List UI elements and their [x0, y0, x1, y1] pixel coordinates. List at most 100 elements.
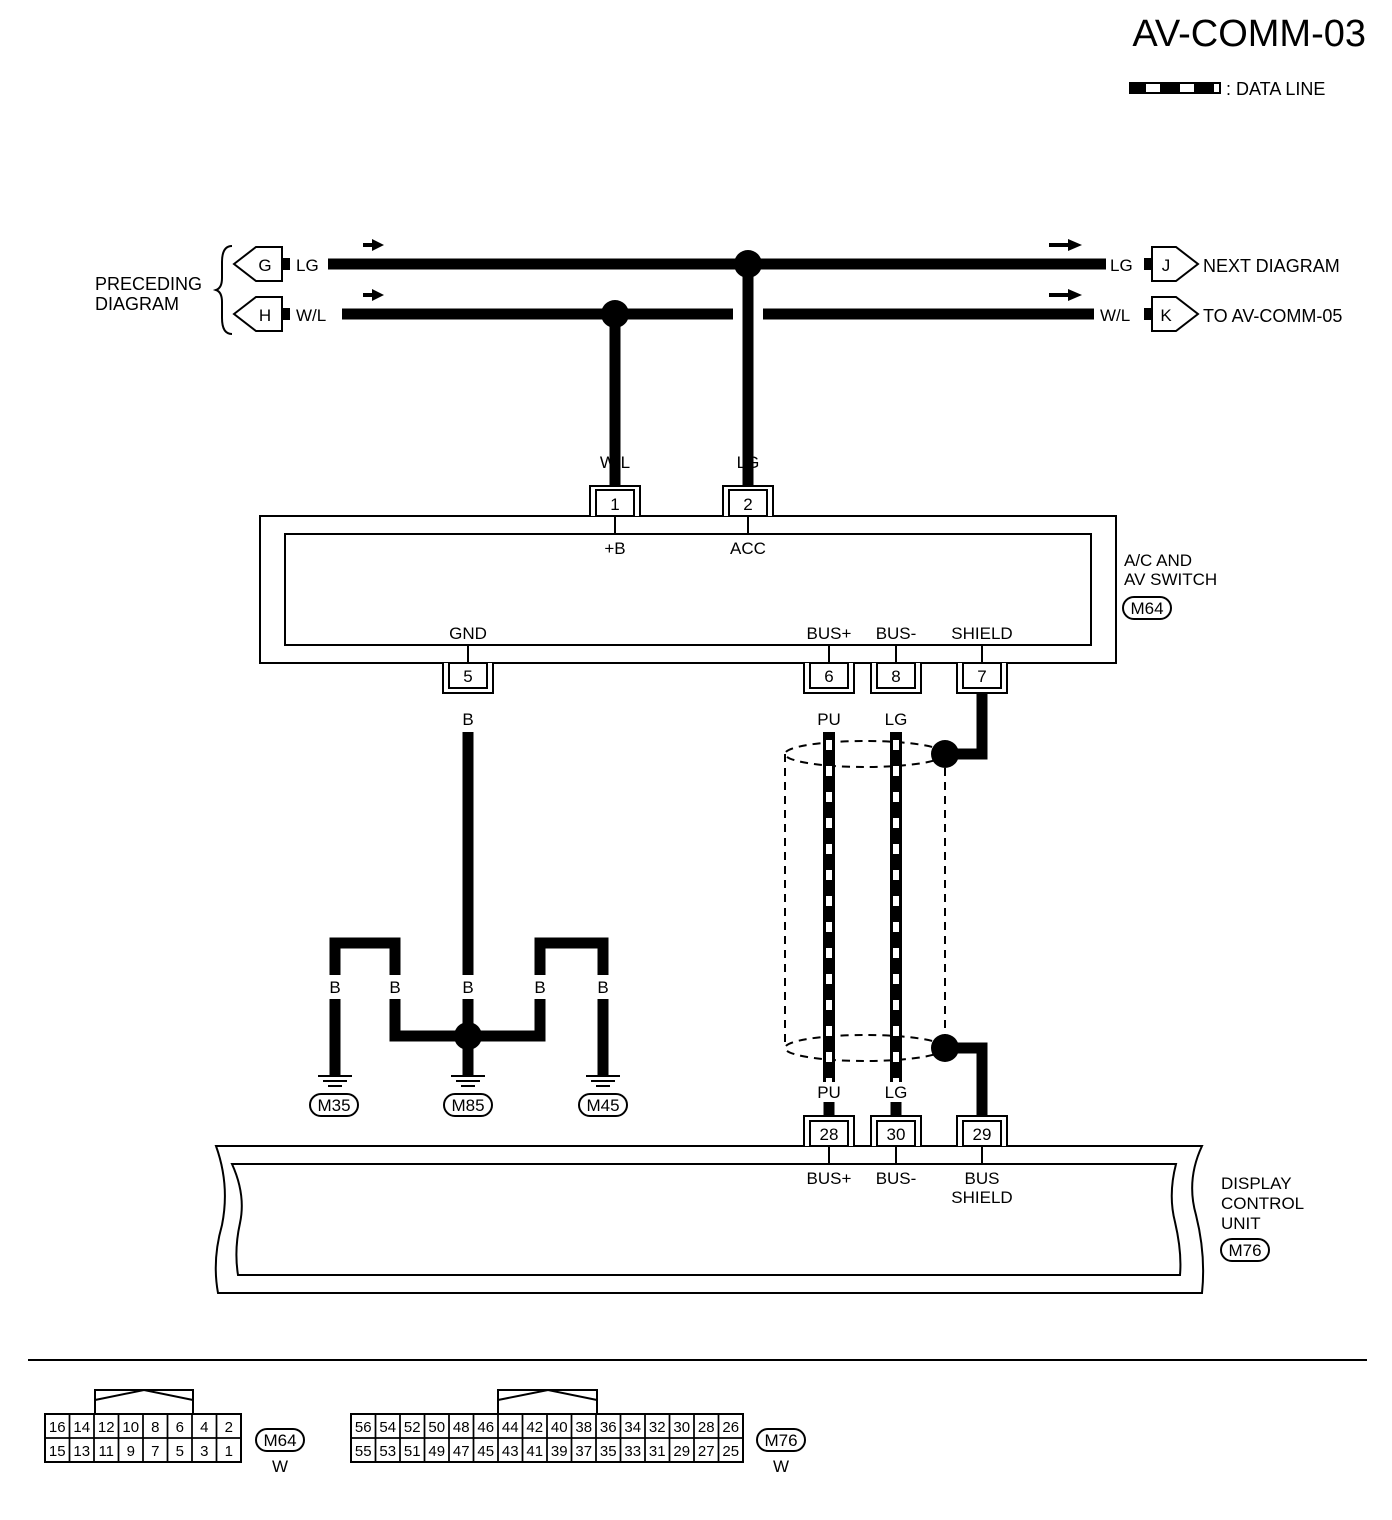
wire-color-label: PU — [817, 710, 841, 729]
pin-number: 32 — [649, 1419, 666, 1436]
preceding-diagram-label-line2: DIAGRAM — [95, 294, 179, 314]
svg-text:M85: M85 — [451, 1096, 484, 1115]
pin-number: 49 — [428, 1443, 445, 1460]
pin-connector-7: 7 — [956, 662, 1008, 694]
offpage-arrow-g: G — [232, 246, 290, 282]
display-unit-name-line3: UNIT — [1221, 1214, 1261, 1233]
pin-number: 12 — [98, 1419, 115, 1436]
wire-color-label: W/L — [1100, 306, 1130, 325]
display-control-unit-outline — [214, 1145, 1205, 1294]
connector-face-m76 — [497, 1388, 598, 1414]
pin-number: 29 — [673, 1443, 690, 1460]
svg-text:7: 7 — [977, 667, 986, 686]
pin-number: 33 — [624, 1443, 641, 1460]
pin-number: 36 — [600, 1419, 617, 1436]
ground-badge-m85: M85 — [443, 1093, 493, 1117]
pin-number: 16 — [49, 1419, 66, 1436]
pin-number: 25 — [722, 1443, 739, 1460]
connector-badge-m64: M64 — [1122, 596, 1172, 620]
display-unit-name-line1: DISPLAY — [1221, 1174, 1292, 1193]
flow-arrow-icon — [363, 239, 1082, 301]
pin-number: 42 — [526, 1419, 543, 1436]
pin-number: 53 — [379, 1443, 396, 1460]
pin-signal-label: BUS+ — [807, 624, 852, 643]
svg-text:8: 8 — [891, 667, 900, 686]
pin-number: 45 — [477, 1443, 494, 1460]
ac-av-switch-name-line2: AV SWITCH — [1124, 570, 1217, 589]
data-line-legend-label: : DATA LINE — [1226, 79, 1325, 99]
pin-signal-label: BUS+ — [807, 1169, 852, 1188]
pin-number: 50 — [428, 1419, 445, 1436]
pin-number: 40 — [551, 1419, 568, 1436]
offpage-arrow-j-letter: J — [1162, 256, 1171, 275]
pin-number: 7 — [151, 1443, 159, 1460]
offpage-arrow-k: K — [1144, 296, 1200, 332]
pin-number: 31 — [649, 1443, 666, 1460]
connector-badge-m76-face: M76 — [756, 1428, 806, 1452]
connector-color-m76: W — [773, 1457, 789, 1476]
svg-text:6: 6 — [824, 667, 833, 686]
pin-number: 55 — [355, 1443, 372, 1460]
pin-signal-label: GND — [449, 624, 487, 643]
svg-text:29: 29 — [973, 1125, 992, 1144]
svg-text:1: 1 — [610, 495, 619, 514]
display-unit-name-line2: CONTROL — [1221, 1194, 1304, 1213]
pin-signal-label: BUS- — [876, 1169, 917, 1188]
preceding-diagram-brace — [212, 245, 233, 335]
wire-color-label: B — [462, 710, 473, 729]
offpage-arrow-g-letter: G — [258, 256, 271, 275]
pin-signal-label: BUS- — [876, 624, 917, 643]
svg-text:2: 2 — [743, 495, 752, 514]
pin-signal-label: BUS — [965, 1169, 1000, 1188]
pin-connector-6: 6 — [803, 662, 855, 694]
pin-number: 51 — [404, 1443, 421, 1460]
splice-point — [734, 250, 762, 278]
pin-connector-28: 28 — [803, 1115, 855, 1147]
pin-number: 47 — [453, 1443, 470, 1460]
wire-color-label: B — [329, 978, 340, 997]
offpage-arrow-k-letter: K — [1160, 306, 1172, 325]
pin-number: 26 — [722, 1419, 739, 1436]
ac-av-switch-name-line1: A/C AND — [1124, 551, 1192, 570]
shield-bottom-ellipse — [784, 1034, 946, 1062]
pin-signal-label: SHIELD — [951, 1188, 1012, 1207]
pin-number: 54 — [379, 1419, 396, 1436]
shield-top-ellipse — [784, 740, 946, 768]
svg-text:M76: M76 — [764, 1431, 797, 1450]
pin-number: 1 — [225, 1443, 233, 1460]
svg-text:M45: M45 — [586, 1096, 619, 1115]
page-title: AV-COMM-03 — [1132, 13, 1366, 55]
offpage-arrow-j: J — [1144, 246, 1200, 282]
pin-number: 6 — [176, 1419, 184, 1436]
pin-number: 13 — [73, 1443, 90, 1460]
pin-connector-29: 29 — [956, 1115, 1008, 1147]
offpage-arrow-h: H — [232, 296, 290, 332]
pin-number: 44 — [502, 1419, 519, 1436]
shield-splice-point — [931, 740, 959, 768]
shield-splice-point — [931, 1034, 959, 1062]
pin-number: 8 — [151, 1419, 159, 1436]
pin-number: 9 — [127, 1443, 135, 1460]
wire-color-label: LG — [1110, 256, 1133, 275]
pin-number: 39 — [551, 1443, 568, 1460]
svg-text:LG: LG — [885, 1083, 908, 1102]
display-control-unit-inner — [230, 1163, 1182, 1276]
pin-signal-label: ACC — [730, 539, 766, 558]
svg-text:5: 5 — [463, 667, 472, 686]
svg-text:28: 28 — [820, 1125, 839, 1144]
pin-number: 56 — [355, 1419, 372, 1436]
wire-color-label: LG — [885, 710, 908, 729]
pin-number: 4 — [200, 1419, 208, 1436]
pin-connector-5: 5 — [442, 662, 494, 694]
ac-av-switch-outline — [259, 515, 1117, 664]
wire-color-label: B — [597, 978, 608, 997]
pin-number: 3 — [200, 1443, 208, 1460]
ground-badge-m45: M45 — [578, 1093, 628, 1117]
wire-color-label: B — [389, 978, 400, 997]
pin-number: 14 — [73, 1419, 90, 1436]
wire-color-label: B — [534, 978, 545, 997]
pin-number: 38 — [575, 1419, 592, 1436]
